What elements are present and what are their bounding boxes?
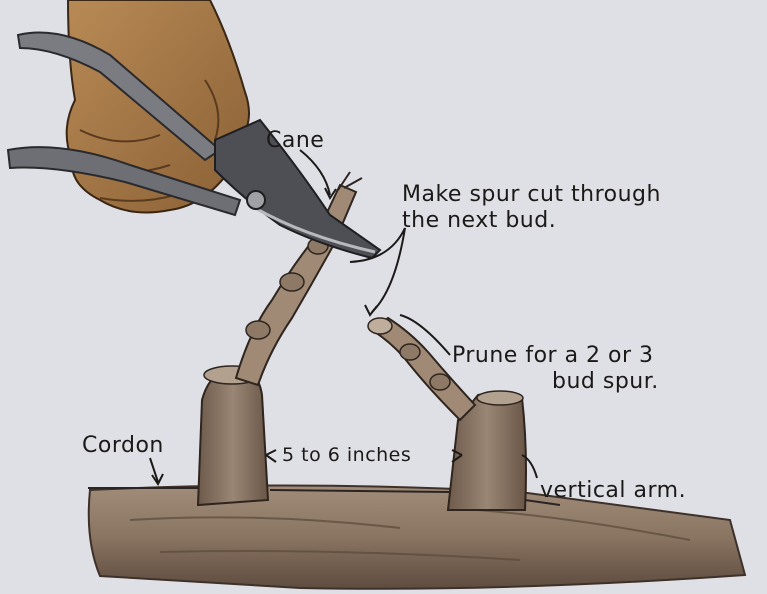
vertical-arm-label: vertical arm.	[540, 478, 686, 504]
cordon-label: Cordon	[82, 433, 164, 459]
spacing-label: 5 to 6 inches	[282, 444, 411, 466]
prune-label-line1: Prune for a 2 or 3	[452, 343, 659, 369]
cane-label: Cane	[266, 128, 324, 154]
spur-cut-label-line2: the next bud.	[402, 208, 661, 234]
spur-cut-label: Make spur cut through the next bud.	[402, 182, 661, 234]
spur-cut-label-line1: Make spur cut through	[402, 182, 661, 208]
prune-label: Prune for a 2 or 3 bud spur.	[452, 343, 659, 395]
left-arm-stub	[198, 366, 268, 505]
prune-label-line2: bud spur.	[452, 369, 659, 395]
spur-cut-pointer-2	[372, 228, 405, 312]
spacing-arrow-left	[266, 450, 276, 462]
